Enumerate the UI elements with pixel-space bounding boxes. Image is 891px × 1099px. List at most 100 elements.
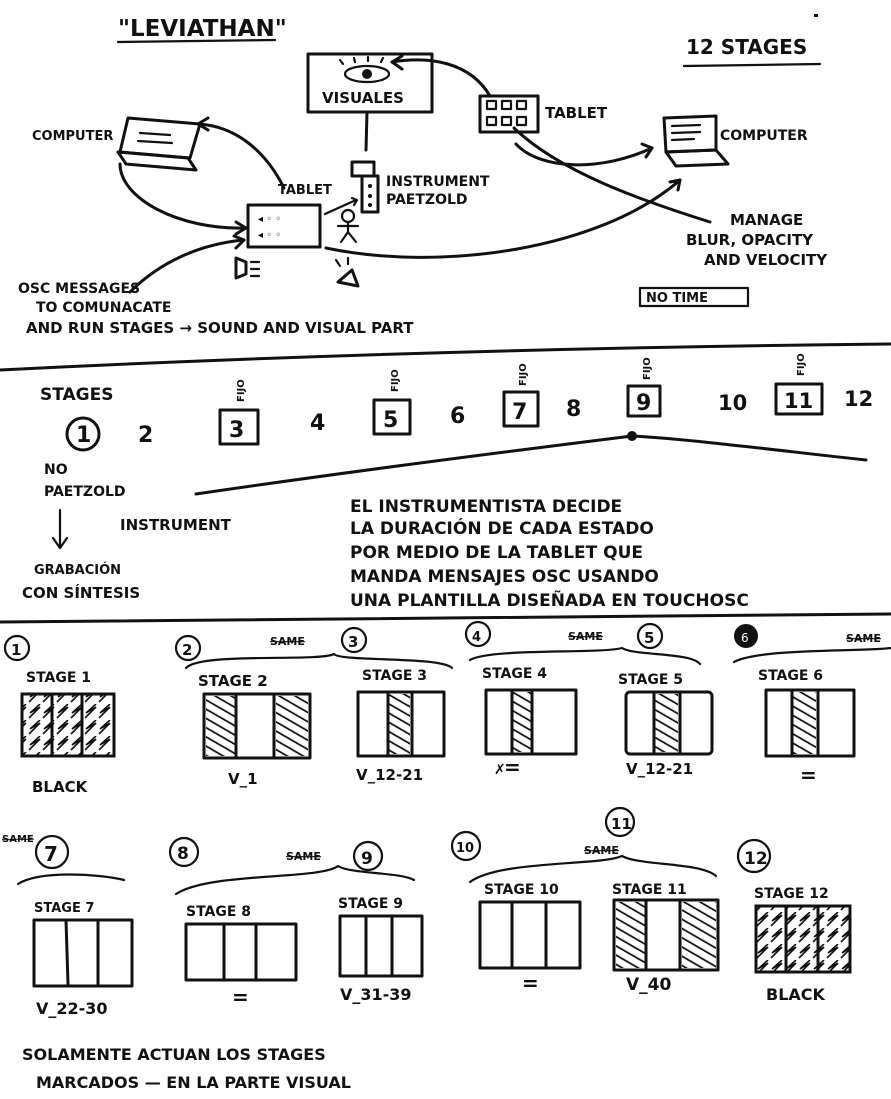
stage8-panel <box>184 922 298 982</box>
grabacion-1: GRABACIÓN <box>34 562 121 578</box>
timeline-instrument: INSTRUMENT <box>120 516 232 534</box>
speaker-icons <box>234 256 360 288</box>
timeline-line <box>194 434 868 496</box>
fijo-9: FIJO <box>642 357 653 380</box>
row2-circle-12: 12 <box>744 849 768 869</box>
stage-num-6: 6 <box>450 404 465 429</box>
tablet-center: TABLET ◂ ◦ ◦ ◂ ◦ ◦ <box>246 183 332 249</box>
performer-icon <box>340 208 356 224</box>
row2-stages: STAGE 7 V_22-30 STAGE 8 = STAGE 9 V_31-3… <box>32 882 852 1018</box>
row2-brace-b <box>174 864 416 896</box>
stage-num-12: 12 <box>844 387 873 411</box>
stage2-caption: V_1 <box>228 770 258 788</box>
footer-line-2: MARCADOS — EN LA PARTE VISUAL <box>36 1073 351 1092</box>
stage1-caption: BLACK <box>32 778 89 796</box>
row2-same-a: SAME <box>2 834 34 845</box>
stage5-caption: V_12-21 <box>626 760 693 778</box>
fijo-11: FIJO <box>796 353 807 376</box>
note-line-1: EL INSTRUMENTISTA DECIDE <box>350 497 622 517</box>
stage10-panel <box>478 900 582 970</box>
visuales-label: VISUALES <box>322 89 404 107</box>
divider-top <box>0 342 891 372</box>
svg-text:◂ ◦ ◦: ◂ ◦ ◦ <box>258 230 281 241</box>
stage12-panel <box>754 904 852 974</box>
divider-middle <box>0 612 891 624</box>
timeline-dot <box>627 431 637 441</box>
flow-arrows <box>118 54 712 294</box>
stage3-label: STAGE 3 <box>362 668 427 684</box>
computer-left: COMPUTER <box>32 116 202 172</box>
stage-num-10: 10 <box>718 391 747 415</box>
stage9-label: STAGE 9 <box>338 896 403 912</box>
row2-circle-9: 9 <box>361 849 373 869</box>
manage-line-3: AND VELOCITY <box>704 251 828 269</box>
stage6-panel <box>764 688 856 758</box>
stage12-caption: BLACK <box>766 985 826 1004</box>
manage-line-2: BLUR, OPACITY <box>686 231 814 249</box>
stage11-caption: V_40 <box>626 975 671 995</box>
stage-count-label: 12 STAGES <box>686 35 807 59</box>
eye-icon <box>362 69 372 79</box>
footer-line-1: SOLAMENTE ACTUAN LOS STAGES <box>22 1045 326 1064</box>
ink-dot <box>814 14 818 17</box>
down-arrow <box>51 508 69 550</box>
svg-text:◂ ◦ ◦: ◂ ◦ ◦ <box>258 214 281 225</box>
row2-brace-a <box>16 873 126 886</box>
stage3-caption: V_12-21 <box>356 766 423 784</box>
no-time-box <box>638 286 750 308</box>
timeline-stages-label: STAGES <box>40 385 114 405</box>
note-line-2: LA DURACIÓN DE CADA ESTADO <box>350 517 654 539</box>
stage-num-7: 7 <box>512 400 527 425</box>
fijo-5: FIJO <box>390 369 401 392</box>
title-underline <box>116 38 277 44</box>
row1-stages: STAGE 1 BLACK STAGE 2 V_1 STAGE 3 V_12-2… <box>20 666 856 796</box>
stage-num-11: 11 <box>784 389 813 413</box>
stage-num-3: 3 <box>229 418 244 443</box>
tablet-right-label: TABLET <box>545 104 608 122</box>
computer-right-label: COMPUTER <box>720 128 808 144</box>
instrument-label-1: INSTRUMENT <box>386 174 490 190</box>
stage1-panel <box>20 692 116 758</box>
stage11-label: STAGE 11 <box>612 882 687 898</box>
stage10-label: STAGE 10 <box>484 882 559 898</box>
row2-brace-c <box>468 854 718 884</box>
stage9-panel <box>338 914 424 978</box>
stage7-panel <box>32 918 134 988</box>
title: "LEVIATHAN" <box>118 16 287 42</box>
row1-circle-3: 3 <box>348 633 358 651</box>
stage5-panel <box>624 690 714 756</box>
instrument-paetzold: INSTRUMENT PAETZOLD <box>323 160 490 244</box>
row2-same-c: SAME <box>584 844 619 857</box>
stage8-label: STAGE 8 <box>186 904 251 920</box>
stage3-panel <box>356 690 446 758</box>
no-paetzold-2: PAETZOLD <box>44 484 126 500</box>
row1-groups: 1 2 SAME 3 4 SAME 5 6 SAME <box>3 620 891 670</box>
stage8-caption: = <box>232 985 249 1009</box>
row1-circle-2: 2 <box>182 641 192 659</box>
stage7-caption: V_22-30 <box>36 999 108 1018</box>
note-line-4: MANDA MENSAJES OSC USANDO <box>350 567 659 587</box>
row2-circle-11: 11 <box>611 815 632 833</box>
fijo-7: FIJO <box>518 363 529 386</box>
stage2-panel <box>202 692 312 760</box>
stage1-label: STAGE 1 <box>26 670 91 686</box>
row2-circle-7: 7 <box>44 842 58 866</box>
note-line-5: UNA PLANTILLA DISEÑADA EN TOUCHOSC <box>350 588 749 611</box>
row2-same-b: SAME <box>286 850 321 863</box>
timeline-numbers: 1 2 3 4 5 6 7 8 9 10 11 12 <box>65 382 873 452</box>
stage-num-9: 9 <box>636 391 651 416</box>
instrument-label-2: PAETZOLD <box>386 192 468 208</box>
tablet-right: TABLET <box>478 94 608 134</box>
stage6-label: STAGE 6 <box>758 668 823 684</box>
stage-num-1: 1 <box>76 423 91 448</box>
svg-text:✗: ✗ <box>494 762 506 778</box>
row1-same-a: SAME <box>270 635 305 648</box>
row2-circle-10: 10 <box>456 841 474 856</box>
row1-brace-c <box>732 646 891 664</box>
stage6-caption: = <box>800 763 817 787</box>
stage2-label: STAGE 2 <box>198 672 268 690</box>
note-line-3: POR MEDIO DE LA TABLET QUE <box>350 543 643 563</box>
fijo-3: FIJO <box>236 379 247 402</box>
computer-right: COMPUTER <box>662 114 808 168</box>
osc-line-1: OSC MESSAGES <box>18 281 140 297</box>
